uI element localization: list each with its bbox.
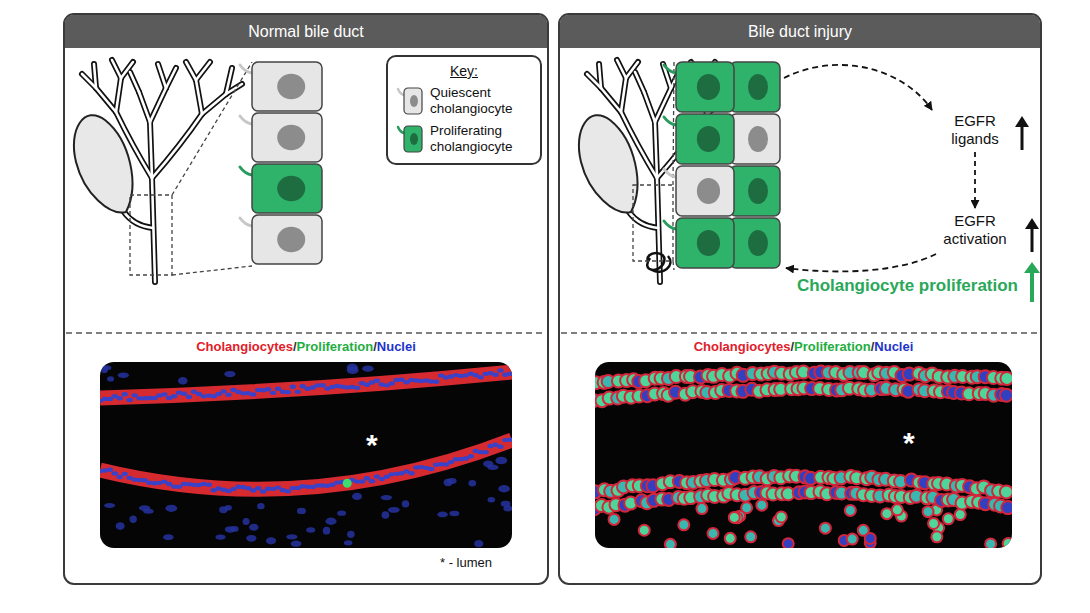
stain-legend: Cholangiocytes/Proliferation/Nuclei <box>100 340 512 355</box>
key-title: Key: <box>396 63 532 79</box>
lumen-mark: * <box>366 428 378 463</box>
signal-arrow <box>786 254 936 271</box>
increase-arrow <box>1024 262 1040 302</box>
cholangiocyte <box>240 215 322 264</box>
gallbladder <box>74 115 132 212</box>
cell-stack <box>240 62 322 264</box>
swatch-cell <box>404 88 422 114</box>
dashed-arrow <box>974 152 976 208</box>
legend-swatch <box>396 123 424 155</box>
lumen-mark: * <box>903 426 915 461</box>
cell-stack <box>664 62 780 268</box>
cholangiocyte <box>240 164 322 213</box>
zoom-box <box>633 62 674 270</box>
cholangiocyte <box>664 114 734 164</box>
legend-swatch <box>396 85 424 117</box>
legend-item: Proliferating cholangiocyte <box>396 123 532 155</box>
stain-word: / <box>373 339 377 354</box>
micrograph <box>100 362 512 548</box>
node-text: EGFR ligands <box>937 112 1013 148</box>
gallbladder <box>579 115 637 212</box>
signal-node: EGFR ligands <box>937 112 1013 148</box>
panel-title: Normal bile duct <box>65 15 547 48</box>
cholangiocyte <box>664 166 734 216</box>
stain-legend: Cholangiocytes/Proliferation/Nuclei <box>595 340 1012 355</box>
panel-title: Bile duct injury <box>560 15 1040 48</box>
lumen-note: * - lumen <box>440 556 492 571</box>
biliary-tree <box>74 60 242 282</box>
increase-arrow <box>1025 218 1039 252</box>
increase-arrow <box>1015 116 1029 150</box>
legend-text: Quiescent cholangiocyte <box>430 85 532 116</box>
cholangiocyte <box>664 218 734 268</box>
cholangiocyte <box>240 62 322 111</box>
stain-word: Nuclei <box>377 339 416 354</box>
signal-arrow <box>784 65 932 110</box>
stain-word: Nuclei <box>874 339 913 354</box>
legend-text: Proliferating cholangiocyte <box>430 123 532 154</box>
signal-node: EGFR activation <box>936 212 1014 248</box>
divider-line <box>561 332 1039 334</box>
cholangiocyte <box>240 113 322 162</box>
micrograph <box>595 362 1012 548</box>
stain-word: Proliferation <box>794 339 871 354</box>
stain-word: Cholangiocytes <box>196 339 293 354</box>
stain-word: / <box>871 339 875 354</box>
panel: Normal bile ductKey: Quiescent cholangioc… <box>63 13 549 585</box>
panel: Bile duct injuryEGFR ligandsEGFR activat… <box>558 13 1042 585</box>
stain-word: Proliferation <box>297 339 374 354</box>
outcome-label: Cholangiocyte proliferation <box>640 276 1018 296</box>
swatch-cell <box>404 126 422 152</box>
cholangiocyte <box>664 62 734 112</box>
ligature-knot <box>647 253 670 272</box>
biliary-tree <box>579 60 747 282</box>
legend-item: Quiescent cholangiocyte <box>396 85 532 117</box>
stain-word: / <box>790 339 794 354</box>
divider-line <box>66 332 546 334</box>
zoom-box <box>130 62 252 275</box>
node-text: EGFR activation <box>936 212 1014 248</box>
key-box: Key: Quiescent cholangiocyteProliferating… <box>386 55 542 165</box>
stain-word: / <box>293 339 297 354</box>
stain-word: Cholangiocytes <box>694 339 791 354</box>
